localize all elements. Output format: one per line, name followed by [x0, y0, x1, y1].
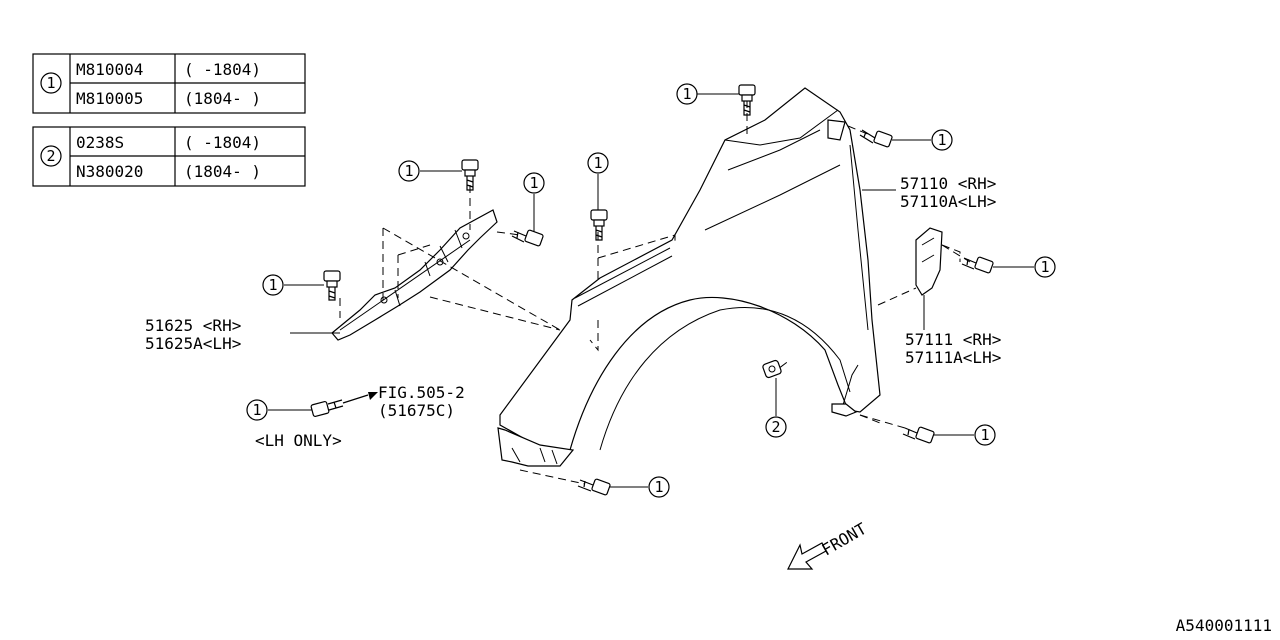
- bolt-support-left: [323, 270, 341, 301]
- legend-table-1: 1 M810004 ( -1804) M810005 (1804- ): [32, 53, 306, 114]
- legend-part-no: 0238S: [76, 133, 124, 152]
- bolt-rear-bracket: [961, 256, 994, 274]
- legend-part-no: N380020: [76, 162, 143, 181]
- bolt-lower-front: [577, 478, 611, 496]
- front-label: FRONT: [819, 519, 871, 560]
- legend-part-no: M810004: [76, 60, 143, 79]
- legend-range: ( -1804): [184, 60, 261, 79]
- legend-ref-1: 1: [46, 74, 55, 92]
- bolt-upper-mid: [590, 209, 608, 241]
- bolt-support-side: [511, 229, 544, 247]
- callout-ref-1: 1: [931, 129, 953, 151]
- label-support-rh: 51625 <RH>: [145, 316, 241, 335]
- callout-ref-1: 1: [587, 152, 609, 174]
- callout-ref-1: 1: [398, 160, 420, 182]
- svg-text:1: 1: [682, 85, 691, 103]
- svg-text:1: 1: [980, 426, 989, 444]
- label-fig-part: (51675C): [378, 401, 455, 420]
- fender-support-bracket: [331, 209, 498, 341]
- bolt-lh-only: [310, 392, 378, 418]
- svg-text:2: 2: [771, 418, 780, 436]
- svg-text:1: 1: [654, 478, 663, 496]
- bolt-support-top: [461, 159, 479, 191]
- svg-text:1: 1: [404, 162, 413, 180]
- diagram-code: A540001111: [1176, 616, 1272, 635]
- svg-text:1: 1: [529, 174, 538, 192]
- rear-fender-bracket: [915, 227, 943, 296]
- leader-lines: [268, 93, 1034, 488]
- bolt-top-fender: [738, 84, 756, 116]
- callout-ref-2: 2: [765, 416, 787, 438]
- label-fender-lh: 57110A<LH>: [900, 192, 996, 211]
- legend-ref-circle-1: [40, 72, 62, 94]
- svg-text:1: 1: [252, 401, 261, 419]
- legend-part-no: M810005: [76, 89, 143, 108]
- bolt-upper-rear: [859, 129, 893, 148]
- callout-ref-1: 1: [676, 83, 698, 105]
- callout-ref-1: 1: [262, 274, 284, 296]
- label-fender-rh: 57110 <RH>: [900, 174, 996, 193]
- callout-ref-1: 1: [1034, 256, 1056, 278]
- svg-text:1: 1: [593, 154, 602, 172]
- legend-range: (1804- ): [184, 89, 261, 108]
- callout-ref-1: 1: [523, 172, 545, 194]
- callout-ref-1: 1: [246, 399, 268, 421]
- nut-wheel-arch: [762, 359, 782, 379]
- svg-text:1: 1: [937, 131, 946, 149]
- label-bracket-rh: 57111 <RH>: [905, 330, 1001, 349]
- label-support-lh: 51625A<LH>: [145, 334, 241, 353]
- callout-ref-1: 1: [648, 476, 670, 498]
- svg-text:1: 1: [268, 276, 277, 294]
- callout-ref-1: 1: [974, 424, 996, 446]
- legend-range: (1804- ): [184, 162, 261, 181]
- legend-ref-2: 2: [46, 147, 55, 165]
- svg-text:1: 1: [1040, 258, 1049, 276]
- front-direction-arrow: FRONT: [787, 519, 871, 570]
- label-lh-only: <LH ONLY>: [255, 431, 342, 450]
- label-fig-ref: FIG.505-2: [378, 383, 465, 402]
- assembly-guide-lines: [339, 100, 971, 485]
- front-fender-panel: [497, 87, 881, 467]
- bolt-lower-rear: [902, 426, 935, 444]
- legend-range: ( -1804): [184, 133, 261, 152]
- label-bracket-lh: 57111A<LH>: [905, 348, 1001, 367]
- legend-table-2: 2 0238S ( -1804) N380020 (1804- ): [32, 126, 306, 187]
- legend-ref-circle-2: [40, 145, 62, 167]
